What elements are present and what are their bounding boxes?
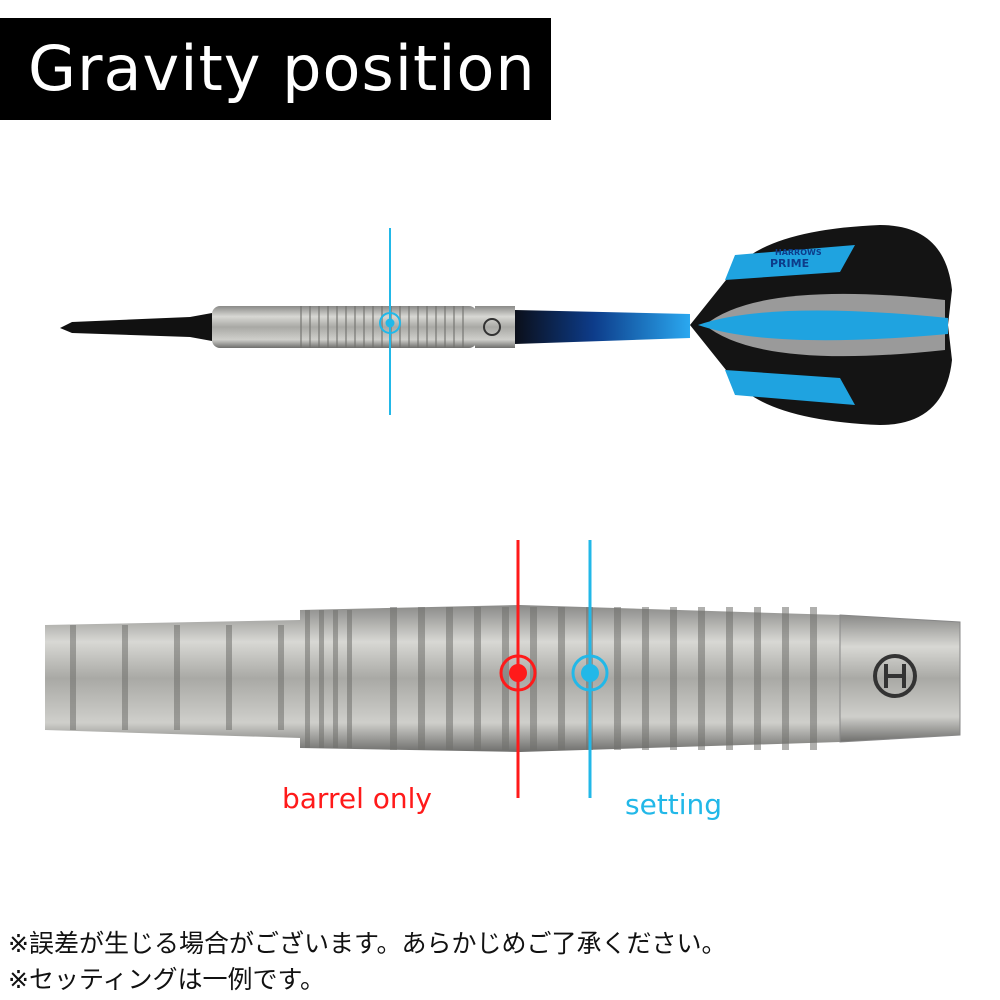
barrel-groove: [453, 306, 455, 348]
barrel-groove: [614, 607, 621, 750]
barrel-only-label: barrel only: [282, 782, 432, 815]
barrel-groove: [327, 306, 329, 348]
barrel-groove: [305, 610, 310, 748]
harrows-logo-icon: [873, 654, 917, 698]
title-banner: Gravity position: [0, 18, 551, 120]
full-dart: HARROWS PRIME: [60, 225, 952, 425]
barrel-groove: [444, 306, 446, 348]
barrel-groove: [336, 306, 338, 348]
barrel-groove: [390, 607, 397, 750]
barrel-groove: [226, 625, 232, 730]
setting-target: [571, 654, 609, 692]
barrel-groove: [418, 607, 425, 750]
barrel-groove: [278, 625, 284, 730]
flight-model-text: PRIME: [770, 257, 809, 270]
barrel-groove: [446, 607, 453, 750]
barrel-groove: [300, 306, 302, 348]
barrel-groove: [754, 607, 761, 750]
barrel-groove: [354, 306, 356, 348]
shaft: [515, 310, 690, 344]
barrel-groove: [309, 306, 311, 348]
barrel-groove: [810, 607, 817, 750]
barrel-groove: [381, 306, 383, 348]
barrel-groove: [417, 306, 419, 348]
note-error-disclaimer: ※誤差が生じる場合がございます。あらかじめご了承ください。: [8, 929, 727, 958]
barrel-closeup: [45, 540, 961, 798]
flight: HARROWS PRIME: [690, 225, 952, 425]
barrel-groove: [670, 607, 677, 750]
barrel-groove: [642, 607, 649, 750]
barrel-groove: [502, 607, 509, 750]
barrel-groove: [558, 607, 565, 750]
barrel-rear: [475, 306, 515, 348]
barrel-groove: [363, 306, 365, 348]
barrel-groove: [474, 607, 481, 750]
barrel-groove: [345, 306, 347, 348]
setting-label: setting: [625, 788, 723, 821]
soft-tip: [60, 313, 212, 341]
barrel-groove: [122, 625, 128, 730]
note-setting-example: ※セッティングは一例です。: [8, 965, 325, 994]
logo-mark-small: [483, 318, 501, 336]
barrel-small: [212, 306, 477, 348]
barrel-groove: [372, 306, 374, 348]
barrel-groove: [333, 610, 338, 748]
barrel-groove: [462, 306, 464, 348]
barrel-groove: [408, 306, 410, 348]
barrel-groove: [426, 306, 428, 348]
barrel-groove: [782, 607, 789, 750]
page-title: Gravity position: [28, 32, 536, 105]
barrel-rear-collar: [839, 614, 961, 743]
flight-brand-text: HARROWS: [775, 248, 822, 257]
barrel-groove: [174, 625, 180, 730]
barrel-groove: [698, 607, 705, 750]
barrel-groove: [435, 306, 437, 348]
barrel-groove: [70, 625, 76, 730]
barrel-groove: [347, 610, 352, 748]
barrel-groove: [726, 607, 733, 750]
barrel-groove: [318, 306, 320, 348]
setting-target-small: [379, 312, 401, 334]
barrel-groove: [319, 610, 324, 748]
barrel-only-target: [499, 654, 537, 692]
